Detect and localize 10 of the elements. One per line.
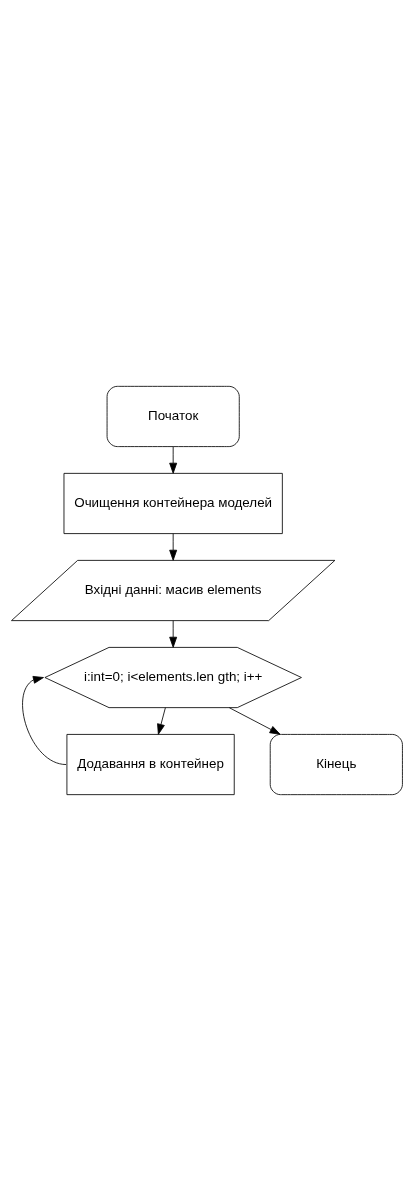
node-box: Початок (106, 385, 240, 447)
arrow (169, 445, 178, 474)
arrow (169, 532, 178, 561)
node-box: Очищення контейнера моделей (63, 472, 283, 534)
arrow (169, 619, 178, 648)
arrow (22, 675, 67, 765)
node-box: Додавання в контейнер (66, 733, 235, 795)
arrow (157, 706, 166, 735)
arrow (228, 706, 281, 735)
node-box: Кінець (269, 733, 403, 795)
